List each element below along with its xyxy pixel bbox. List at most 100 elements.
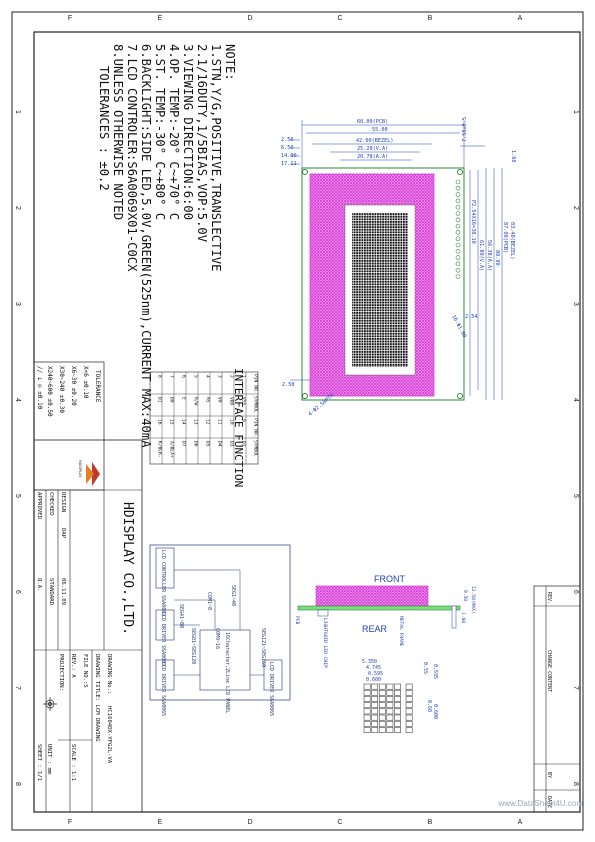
dim-mount-hole: 4-Φ2.50PTH — [307, 393, 335, 418]
title-block: HDISPLAY DESIGN CHECKED APPROVED DAP 06.… — [33, 439, 143, 813]
controller-label: LCD CONTROLLER S6A0069 — [160, 550, 166, 616]
zone-number: 7 — [572, 686, 579, 690]
dim-aa-width: 20.78(A.A) — [357, 154, 388, 160]
pixel-dot — [378, 683, 386, 690]
zone-letter: D — [247, 819, 252, 826]
pixel-dot — [378, 689, 386, 696]
pixel-dot — [405, 714, 413, 721]
block-diagram: LCD CONTROLLER S6A0069 16Character,2Line… — [149, 544, 291, 716]
zone-number: 2 — [572, 206, 579, 210]
dim-pcb-width: 60.00(PCB) — [357, 119, 388, 125]
interface-cell: 6 — [181, 375, 187, 378]
pixel-dot — [386, 727, 394, 733]
interface-cell: 12 — [205, 419, 211, 425]
tolerance-row-3: X30~240 ±0.30 — [58, 366, 65, 413]
pixel-dot — [363, 683, 371, 690]
pixel-dim-055: 0.55 — [422, 662, 428, 674]
pixel-dot — [378, 696, 386, 702]
interface-cell: D0 — [169, 397, 175, 403]
pin-side — [451, 605, 457, 629]
pixel-dot — [405, 702, 413, 709]
pixel-dot — [363, 708, 371, 715]
revision-block: REV. CHANGE CONTENT BY DATE — [533, 585, 581, 813]
zone-letter: F — [68, 15, 72, 22]
pixel-dot — [405, 727, 413, 733]
pin-hole-icon — [455, 211, 461, 216]
dim-2-54: 2.54 — [465, 314, 478, 320]
standard-label: STANDARD — [48, 578, 54, 606]
dim-55: 55.00 — [372, 127, 388, 133]
company-logo: HDISPLAY — [78, 460, 100, 486]
interface-cell: K/BLK- — [157, 441, 163, 458]
driver-1-label: LCD DRIVER S6A0065 — [160, 612, 166, 666]
pin-hole-icon — [455, 223, 461, 229]
pixel-dot — [371, 702, 379, 709]
seg2-label: SEG41~80 — [178, 604, 184, 628]
design-label: DESIGN — [60, 492, 66, 512]
zone-number: 4 — [14, 398, 21, 402]
tolerance-row-1: X<6 ±0.10 — [82, 366, 89, 399]
pixel-dim-4745: 4.745 — [366, 665, 381, 671]
interface-cell: D3 — [229, 441, 235, 447]
rev: REV.: A — [70, 654, 76, 678]
controller-block — [155, 547, 175, 589]
dim-va-width: 25.20(V.A) — [357, 146, 388, 152]
zone-number: 6 — [572, 590, 579, 594]
dim-side-1-60: 1.60 — [460, 612, 466, 623]
interface-cell: 7 — [169, 375, 175, 378]
pin-hole-icon — [455, 217, 461, 223]
zone-letter: E — [158, 819, 163, 826]
note-line-7: 7.LCD CONTROLER:S6A0069X01-C0CX — [125, 44, 139, 272]
zone-letter: E — [158, 15, 163, 22]
pixel-dot — [394, 727, 401, 733]
zone-number: 1 — [572, 110, 579, 114]
dim-pin-pitch: P2.54X16=38.10 — [470, 200, 476, 244]
pixel-dim-060: 0.60 — [426, 700, 432, 712]
interface-cell: 2 — [229, 375, 235, 378]
date-label: DATE — [546, 796, 552, 808]
note-line-1: 1.STN,Y/G,POSITIVE,TRANSLECTIVE — [209, 44, 223, 271]
projection: PROJECTION: — [58, 654, 64, 691]
mount-hole-icon — [302, 169, 308, 175]
pixel-dot — [371, 689, 379, 696]
driver-2-label: LCD DRIVER S6A0065 — [160, 662, 166, 716]
pixel-dim-0595: 0.595 — [368, 671, 383, 677]
tolerance-row-4: X240~600 ±0.50 — [46, 366, 53, 417]
pixel-detail: 5.350 4.745 0.595 0.600 0.55 0.60 0.595 … — [362, 659, 438, 733]
interface-cell: VDD — [229, 397, 235, 406]
pixel-dot — [394, 702, 401, 709]
com2-label: COM9~16 — [214, 628, 220, 649]
zone-letter: A — [518, 15, 523, 22]
character-matrix — [352, 213, 408, 367]
interface-cell: 13 — [193, 419, 199, 425]
interface-cell: 9 — [241, 419, 247, 422]
driver-3-label: LCD DRIVER S6A0065 — [268, 662, 274, 716]
pixel-dot — [394, 708, 401, 715]
pixel-dot — [363, 714, 371, 721]
designer-name: DAP — [60, 528, 66, 539]
pixel-dot — [371, 683, 379, 690]
seg3-label: SEG81~SEG120 — [190, 628, 196, 664]
pixel-dot — [378, 714, 386, 721]
pixel-dot — [363, 702, 371, 709]
zone-letter: D — [247, 15, 252, 22]
svg-text:HDISPLAY: HDISPLAY — [78, 460, 82, 478]
pin-hole-icon — [455, 255, 461, 260]
approved-label: APPROVED — [36, 492, 42, 520]
outer-frame — [11, 11, 584, 831]
pixel-dot — [405, 696, 413, 702]
zone-number: 4 — [572, 398, 579, 402]
panel-label: 16Character,2Line LCD PANEL — [224, 632, 230, 713]
com1-label: COM1~8 — [206, 592, 212, 610]
rear-label: REAR — [362, 624, 388, 634]
interface-header: SYMBOL — [253, 440, 259, 457]
interface-cell: 4 — [205, 375, 211, 378]
pin-hole-icon — [455, 249, 461, 254]
pixel-dot — [386, 696, 394, 702]
pixel-dot — [386, 714, 394, 721]
interface-cell: 15 — [169, 419, 175, 425]
lightguide-label: LIGHTGUID LED CHIP — [322, 618, 328, 668]
bezel-side — [315, 585, 429, 607]
zone-letter: B — [428, 15, 433, 22]
